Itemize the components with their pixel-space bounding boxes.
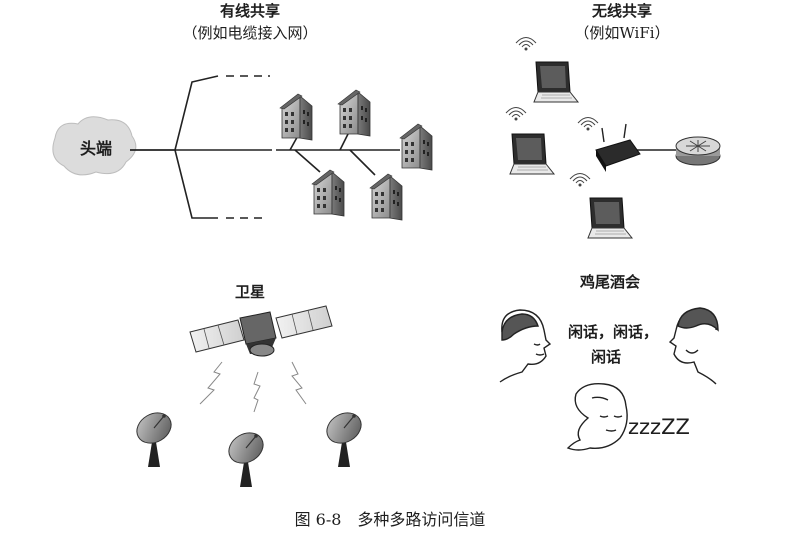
satellite-dish-icon [130,406,178,468]
cocktail-party-section [499,307,719,451]
satellite-dish-icon [222,426,270,488]
house-icon [369,173,403,221]
house-icon [279,93,313,141]
wifi-signal-icon [515,37,537,51]
figure-caption: 图 6-8 多种多路访问信道 [294,510,486,529]
laptop-icon [509,133,555,175]
sleeping-person-icon [566,383,628,451]
wired-section [52,75,433,221]
wifi-signal-icon [505,107,527,121]
satellite-dish-icon [320,406,368,468]
headend-label: 头端 [79,139,112,158]
router-icon [675,136,721,166]
person-left-icon [499,309,552,383]
house-icon [337,89,371,137]
person-right-icon [668,307,719,385]
speech-line-1: 闲话，闲话， [567,323,658,341]
cable-network-lines [130,75,400,219]
wifi-signal-icon [577,117,599,131]
party-title: 鸡尾酒会 [579,273,640,291]
access-point-icon [595,123,641,172]
wireless-section [505,37,721,239]
wired-title: 有线共享 [219,2,280,20]
snore-text: zzzZZ [628,415,690,439]
house-icon [399,123,433,171]
laptop-icon [533,61,579,103]
laptop-icon [587,197,633,239]
radio-signal-lines [199,361,307,413]
speech-line-2: 闲话 [590,348,621,366]
satellite-section [130,305,368,488]
wireless-title: 无线共享 [591,2,652,20]
satellite-title: 卫星 [234,283,265,301]
wireless-subtitle: （例如WiFi） [574,24,670,42]
wifi-signal-icon [569,173,591,187]
satellite-icon [189,305,333,357]
wired-subtitle: （例如电缆接入网） [182,24,318,42]
house-icon [311,169,345,217]
